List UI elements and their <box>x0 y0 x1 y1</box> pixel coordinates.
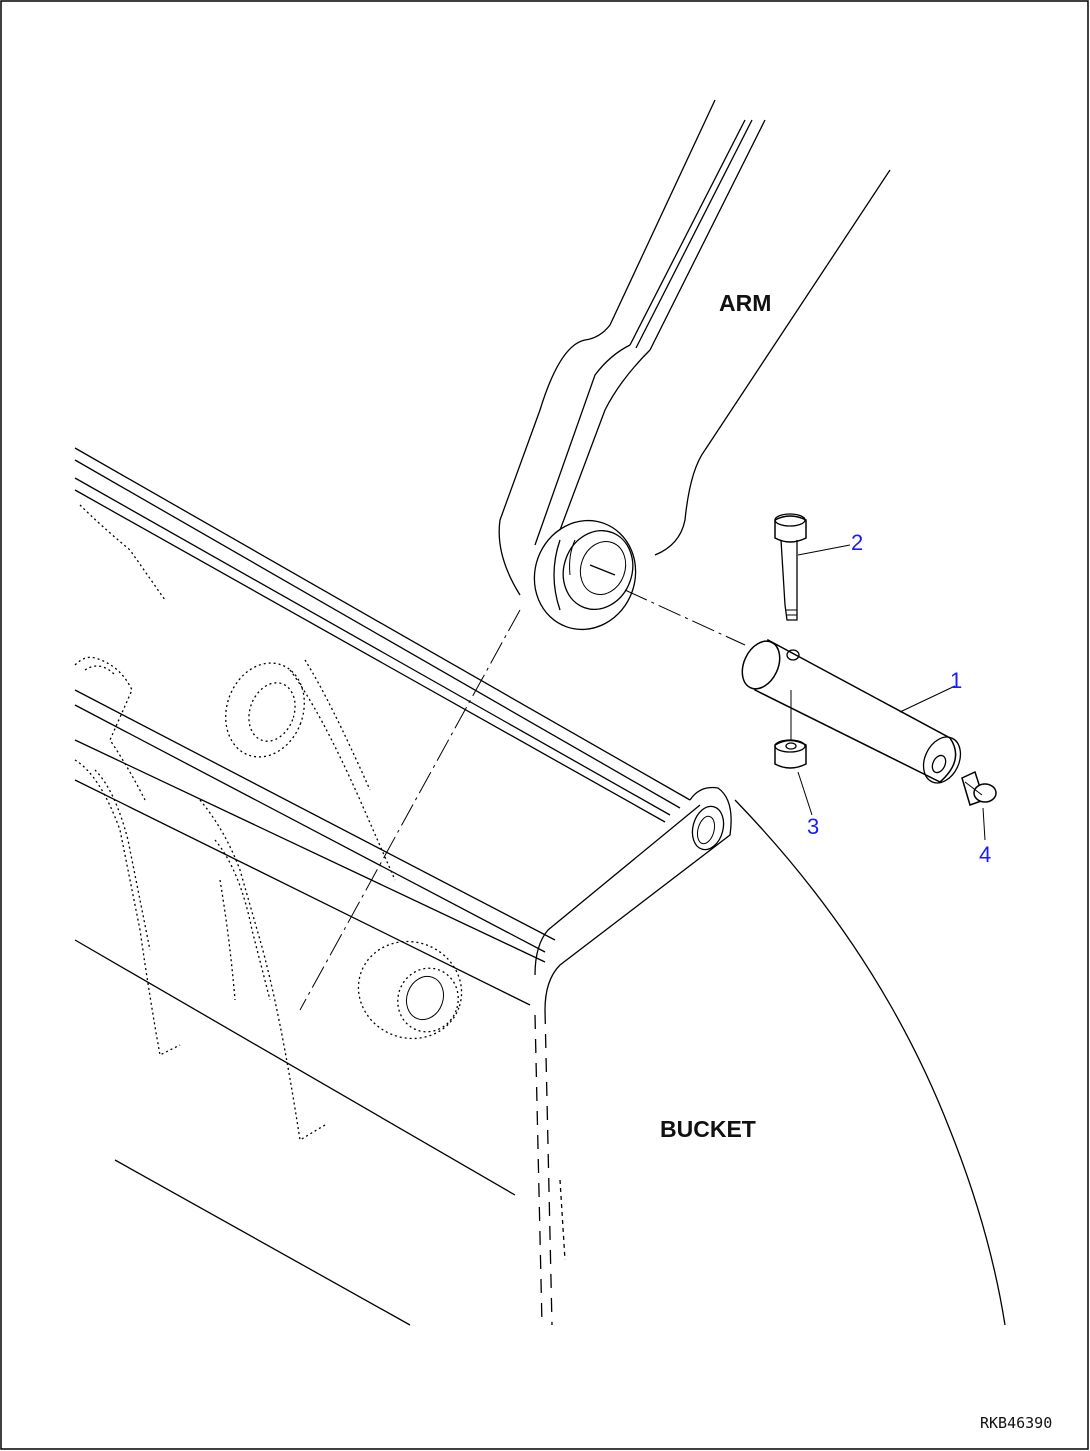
bucket-label: BUCKET <box>660 1116 756 1142</box>
part-1-pin <box>741 638 962 784</box>
leader-4 <box>982 807 986 841</box>
leader-1 <box>899 685 956 713</box>
pin-centerline <box>624 589 746 646</box>
arm-drawing <box>498 99 891 631</box>
leader-2 <box>797 544 851 556</box>
arm-centerline <box>299 609 521 1011</box>
part-4-grease-fitting <box>961 770 997 806</box>
part-2-bolt <box>774 513 807 621</box>
part-3-nut <box>774 690 807 769</box>
part-label-3: 3 <box>807 814 819 839</box>
arm-label: ARM <box>719 290 771 316</box>
leader-3 <box>797 771 813 816</box>
part-label-1: 1 <box>950 668 962 693</box>
part-label-2: 2 <box>851 530 863 555</box>
bucket-drawing <box>74 447 1006 1326</box>
part-label-4: 4 <box>979 842 991 867</box>
reference-code: RKB46390 <box>980 1414 1052 1432</box>
